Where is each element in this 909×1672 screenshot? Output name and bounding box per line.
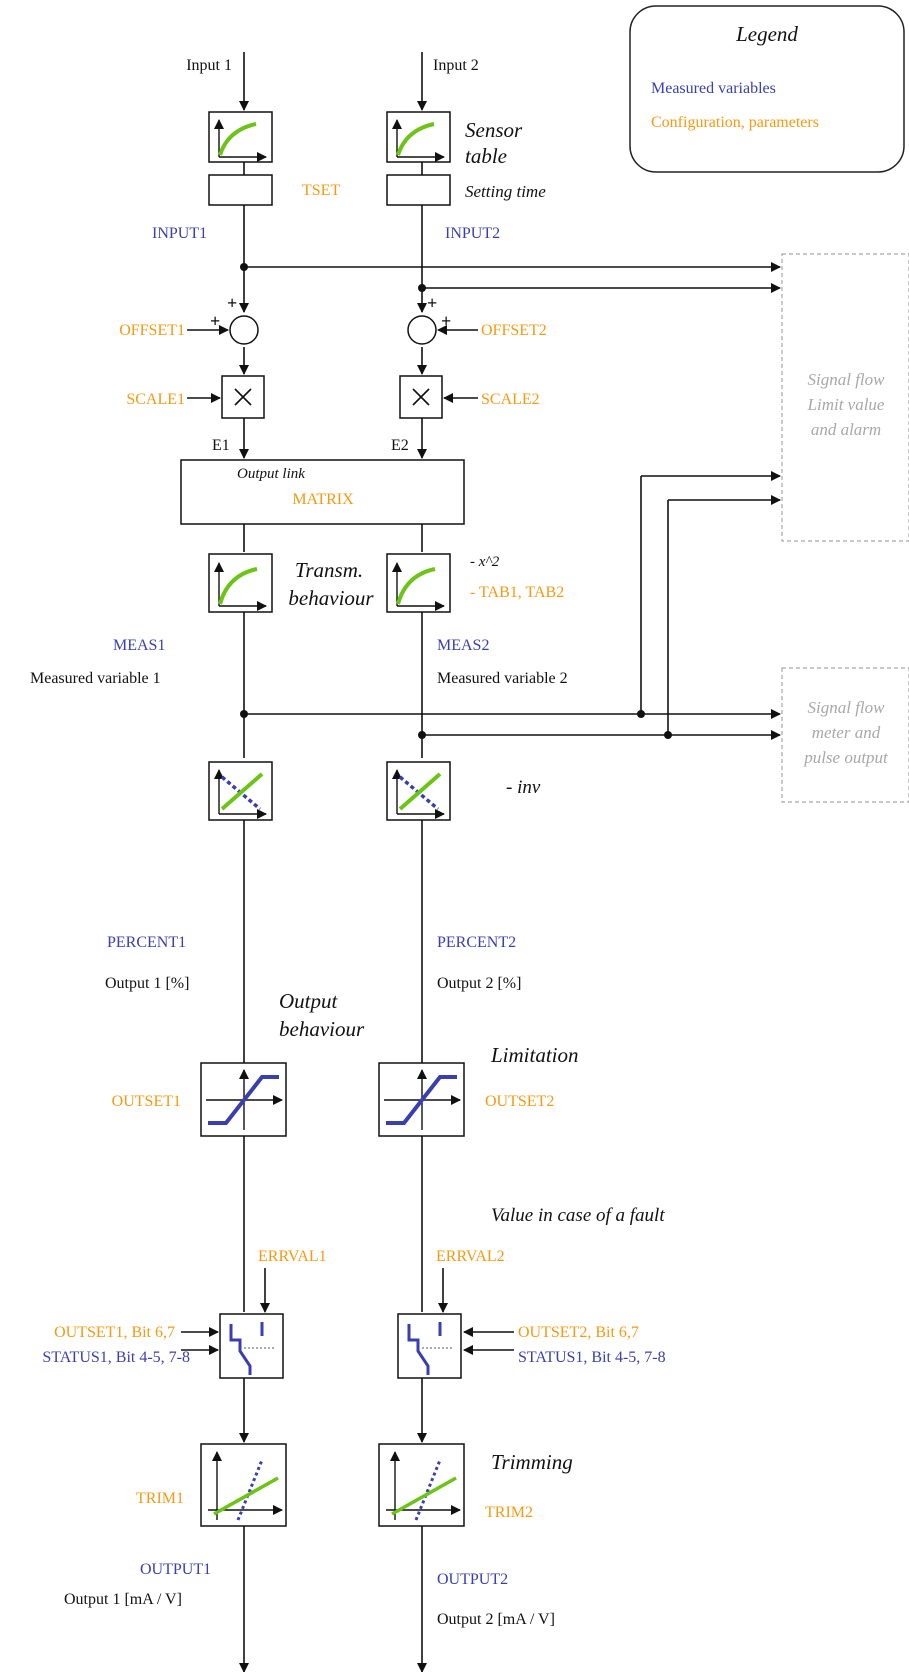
outset1-label: OUTSET1: [112, 1093, 181, 1110]
status1-label-left: STATUS1, Bit 4-5, 7-8: [42, 1349, 190, 1366]
limitation-note: Limitation: [490, 1043, 579, 1067]
transm-note-2: behaviour: [288, 586, 374, 610]
legend-title: Legend: [735, 22, 798, 46]
input1-var: INPUT1: [152, 225, 207, 242]
legend-measured: Measured variables: [651, 80, 776, 97]
scale1-label: SCALE1: [126, 391, 185, 408]
output1-pct: Output 1 [%]: [105, 975, 189, 992]
inv-block-1: [208, 761, 273, 821]
output-link-label: Output link: [237, 466, 305, 482]
meas1-var: MEAS1: [113, 637, 165, 654]
junction-dots: [240, 263, 672, 739]
transm-block-1: [208, 553, 273, 613]
offset1-label: OFFSET1: [119, 322, 185, 339]
plus-2-right: +: [441, 311, 451, 331]
fault-note: Value in case of a fault: [491, 1205, 665, 1226]
input2-var: INPUT2: [445, 225, 500, 242]
legend-config: Configuration, parameters: [651, 114, 819, 131]
signal-lines: [181, 52, 781, 1672]
scale2-label: SCALE2: [481, 391, 540, 408]
matrix-label: MATRIX: [292, 491, 354, 508]
limit-label-2: Limit value: [807, 395, 885, 414]
meter-label-1: Signal flow: [808, 698, 886, 717]
multiplier-2: [399, 375, 443, 419]
measured-var-1: Measured variable 1: [30, 670, 161, 687]
plus-1-top: +: [227, 293, 237, 313]
output-beh-note-1: Output: [279, 989, 339, 1013]
limit-label-3: and alarm: [811, 420, 881, 439]
output1-var: OUTPUT1: [140, 1561, 211, 1578]
setting-time-2: [386, 174, 451, 206]
outset-block-2: [378, 1062, 465, 1137]
sensor-table-2: [386, 111, 451, 163]
outset-block-1: [200, 1062, 287, 1137]
tab-label: - TAB1, TAB2: [470, 584, 564, 601]
e2-label: E2: [391, 437, 409, 454]
inv-block-2: [386, 761, 451, 821]
setting-time-note: Setting time: [465, 182, 546, 201]
inv-note: - inv: [506, 777, 541, 798]
sensor-table-note-2: table: [465, 144, 507, 168]
meter-pulse-box: [781, 667, 909, 803]
input1-label: Input 1: [186, 57, 232, 74]
e1-label: E1: [212, 437, 230, 454]
status1-label-right: STATUS1, Bit 4-5, 7-8: [518, 1349, 666, 1366]
outset2-bits-label: OUTSET2, Bit 6,7: [518, 1324, 639, 1341]
output2-ma: Output 2 [mA / V]: [437, 1611, 555, 1628]
sum-junction-1: [229, 315, 259, 345]
transm-block-2: [386, 553, 451, 613]
fault-switch-1: [219, 1313, 284, 1379]
input2-label: Input 2: [433, 57, 479, 74]
x2-note: - x^2: [470, 554, 500, 570]
plus-1-left: +: [210, 311, 220, 331]
transm-note-1: Transm.: [295, 558, 363, 582]
output-beh-note-2: behaviour: [279, 1017, 365, 1041]
multiplier-1: [221, 375, 265, 419]
plus-2-top: +: [427, 293, 437, 313]
sum-junction-2: [407, 315, 437, 345]
errval2-label: ERRVAL2: [436, 1248, 505, 1265]
meas2-var: MEAS2: [437, 637, 489, 654]
sensor-table-1: [208, 111, 273, 163]
output1-ma: Output 1 [mA / V]: [64, 1591, 182, 1608]
percent1-var: PERCENT1: [107, 934, 186, 951]
output2-var: OUTPUT2: [437, 1571, 508, 1588]
meter-label-2: meter and: [812, 723, 881, 742]
limit-value-box: [781, 253, 909, 542]
trim-block-2: [378, 1443, 465, 1527]
output2-pct: Output 2 [%]: [437, 975, 521, 992]
trimming-note: Trimming: [491, 1450, 573, 1474]
fault-switch-2: [397, 1313, 462, 1379]
trim1-label: TRIM1: [136, 1490, 184, 1507]
measured-var-2: Measured variable 2: [437, 670, 568, 687]
legend-box: Legend Measured variables Configuration,…: [629, 5, 905, 173]
percent2-var: PERCENT2: [437, 934, 516, 951]
offset2-label: OFFSET2: [481, 322, 547, 339]
trim2-label: TRIM2: [485, 1504, 533, 1521]
outset1-bits-label: OUTSET1, Bit 6,7: [54, 1324, 175, 1341]
setting-time-1: [208, 174, 273, 206]
limit-label-1: Signal flow: [808, 370, 886, 389]
meter-label-3: pulse output: [803, 748, 889, 767]
tset-label: TSET: [302, 182, 340, 199]
sensor-table-note-1: Sensor: [465, 118, 523, 142]
errval1-label: ERRVAL1: [258, 1248, 327, 1265]
outset2-label: OUTSET2: [485, 1093, 554, 1110]
trim-block-1: [200, 1443, 287, 1527]
matrix-block: [180, 459, 465, 525]
